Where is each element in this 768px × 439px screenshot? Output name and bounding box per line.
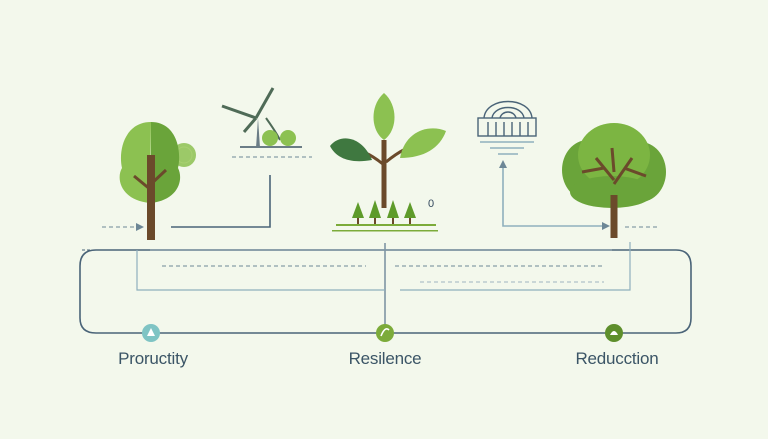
node-productivity — [142, 324, 160, 342]
small-mark: 0 — [428, 198, 435, 210]
dome-building-icon — [477, 100, 537, 155]
dashed-lines — [82, 156, 660, 283]
node-resilience — [376, 324, 394, 342]
label-reduction: Reducction — [575, 349, 659, 368]
node-reduction — [605, 324, 623, 342]
label-resilience: Resilence — [348, 349, 422, 368]
tree-icon — [119, 122, 196, 240]
label-productivity: Proructity — [118, 349, 188, 368]
wind-turbine-icon — [221, 87, 302, 148]
oak-tree-icon — [562, 123, 666, 238]
sprout-icon — [330, 93, 446, 232]
arrowheads — [136, 160, 610, 231]
small-trees — [352, 200, 416, 224]
